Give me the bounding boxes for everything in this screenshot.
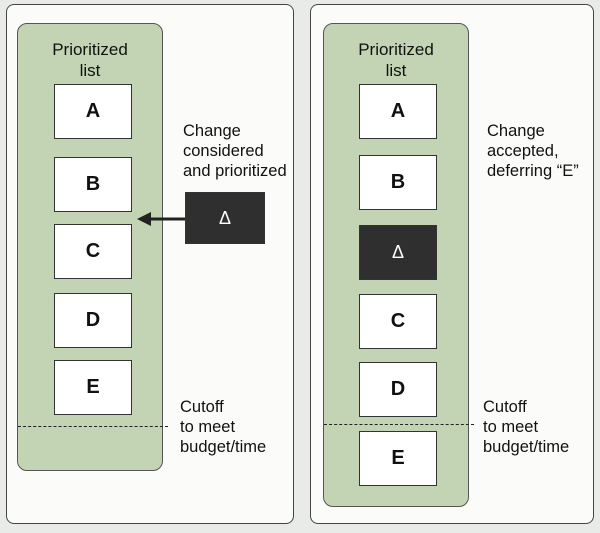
cutoff-label: Cutoff to meet budget/time	[483, 398, 570, 456]
list-item-c: C	[359, 294, 437, 349]
list-item-e: E	[359, 431, 437, 486]
panel-after-change: Prioritized list A B Δ C D E Change acce…	[310, 4, 594, 524]
change-considered-label: Change considered and prioritized	[183, 122, 287, 180]
list-title: Prioritized list	[52, 40, 128, 80]
list-item-a: A	[359, 84, 437, 139]
insert-arrow-icon	[137, 212, 187, 226]
cutoff-line	[18, 426, 168, 427]
list-item-e: E	[54, 360, 132, 415]
cutoff-line	[324, 424, 474, 425]
list-item-d: D	[54, 293, 132, 348]
list-title: Prioritized list	[358, 40, 434, 80]
change-accepted-label: Change accepted, deferring “E”	[487, 122, 579, 180]
change-box: Δ	[185, 192, 265, 244]
list-item-b: B	[54, 157, 132, 212]
list-item-d: D	[359, 362, 437, 417]
panel-before-change: Prioritized list A B C D E Δ Change cons…	[6, 4, 294, 524]
list-item-b: B	[359, 155, 437, 210]
change-box: Δ	[359, 225, 437, 280]
list-item-c: C	[54, 224, 132, 279]
list-item-a: A	[54, 84, 132, 139]
cutoff-label: Cutoff to meet budget/time	[180, 398, 267, 456]
